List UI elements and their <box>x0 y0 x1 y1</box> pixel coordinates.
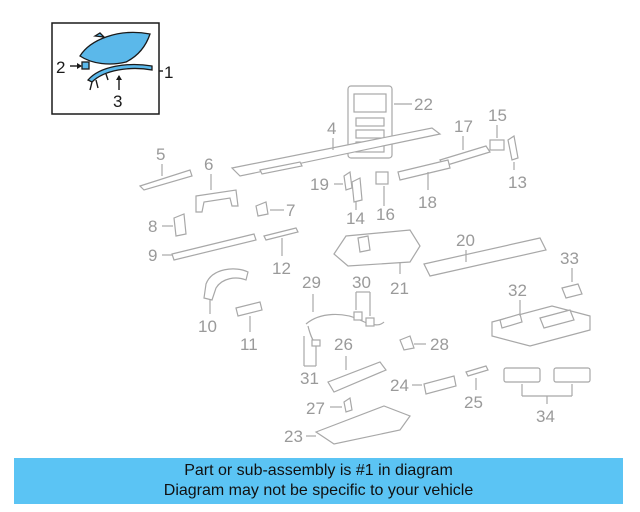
part-15-piece[interactable] <box>489 139 505 151</box>
part-10-bezel[interactable] <box>203 268 249 301</box>
callout-13: 13 <box>508 173 527 192</box>
part-26-tray[interactable] <box>327 361 387 393</box>
part-16-switch[interactable] <box>375 171 389 185</box>
callout-24: 24 <box>390 376 409 395</box>
part-7-clip[interactable] <box>255 201 269 217</box>
part-24-panel[interactable] <box>423 375 457 395</box>
part-25-strip[interactable] <box>465 365 489 377</box>
callout-3: 3 <box>113 92 122 111</box>
part-21-bracket[interactable] <box>333 229 421 274</box>
part-1-cover[interactable] <box>79 31 151 65</box>
callout-2: 2 <box>56 58 65 77</box>
callout-23: 23 <box>284 427 303 446</box>
part-18-trim[interactable] <box>397 159 451 181</box>
part-30-bracket[interactable] <box>353 291 375 327</box>
callout-26: 26 <box>334 335 353 354</box>
part-27-clip[interactable] <box>343 396 353 413</box>
part-4-frame[interactable] <box>230 127 442 177</box>
callout-19: 19 <box>310 175 329 194</box>
part-5-trim[interactable] <box>138 169 193 191</box>
part-9-rail[interactable] <box>171 233 257 261</box>
callout-6: 6 <box>204 155 213 174</box>
part-33-clip[interactable] <box>561 283 583 299</box>
part-23-cover[interactable] <box>314 405 411 445</box>
part-12-strip[interactable] <box>263 227 299 241</box>
part-14-vent[interactable] <box>351 177 363 203</box>
part-34-switches[interactable] <box>503 367 591 404</box>
callout-31: 31 <box>300 369 319 388</box>
callout-15: 15 <box>488 106 507 125</box>
part-19-clip[interactable] <box>343 170 353 191</box>
part-6-bracket[interactable] <box>195 189 239 213</box>
part-8-cover[interactable] <box>173 213 187 237</box>
inset-panel: 2 1 3 <box>51 22 173 115</box>
part-32-assembly[interactable] <box>491 300 591 347</box>
callout-4: 4 <box>327 119 336 138</box>
callout-22: 22 <box>414 95 433 114</box>
callout-1: 1 <box>164 63 173 82</box>
callout-10: 10 <box>198 317 217 336</box>
callout-30: 30 <box>352 273 371 292</box>
part-28-clip[interactable] <box>399 335 415 351</box>
callouts: 22 4 17 15 5 6 13 19 14 16 18 8 7 20 9 1… <box>148 95 579 446</box>
exploded-parts <box>138 85 591 445</box>
callout-20: 20 <box>456 231 475 250</box>
callout-25: 25 <box>464 393 483 412</box>
callout-27: 27 <box>306 399 325 418</box>
callout-33: 33 <box>560 249 579 268</box>
part-3-bracket[interactable] <box>86 63 153 83</box>
callout-16: 16 <box>376 205 395 224</box>
callout-7: 7 <box>286 201 295 220</box>
callout-18: 18 <box>418 193 437 212</box>
banner-line-2: Diagram may not be specific to your vehi… <box>163 482 474 499</box>
callout-21: 21 <box>390 279 409 298</box>
part-20-panel[interactable] <box>423 237 547 277</box>
info-banner: Part or sub-assembly is #1 in diagram Di… <box>14 458 623 504</box>
callout-11: 11 <box>240 335 258 354</box>
callout-29: 29 <box>302 273 321 292</box>
callout-28: 28 <box>430 335 449 354</box>
callout-5: 5 <box>156 145 165 164</box>
callout-9: 9 <box>148 246 157 265</box>
banner-line-1: Part or sub-assembly is #1 in diagram <box>184 462 453 479</box>
part-2-clip[interactable] <box>81 61 90 70</box>
callout-32: 32 <box>508 281 527 300</box>
callout-12: 12 <box>272 259 291 278</box>
callout-17: 17 <box>454 117 473 136</box>
part-31-connector[interactable] <box>303 336 321 367</box>
part-13-clip[interactable] <box>507 134 519 161</box>
callout-8: 8 <box>148 217 157 236</box>
part-11-cover[interactable] <box>235 301 263 317</box>
callout-14: 14 <box>346 209 365 228</box>
callout-34: 34 <box>536 407 555 426</box>
